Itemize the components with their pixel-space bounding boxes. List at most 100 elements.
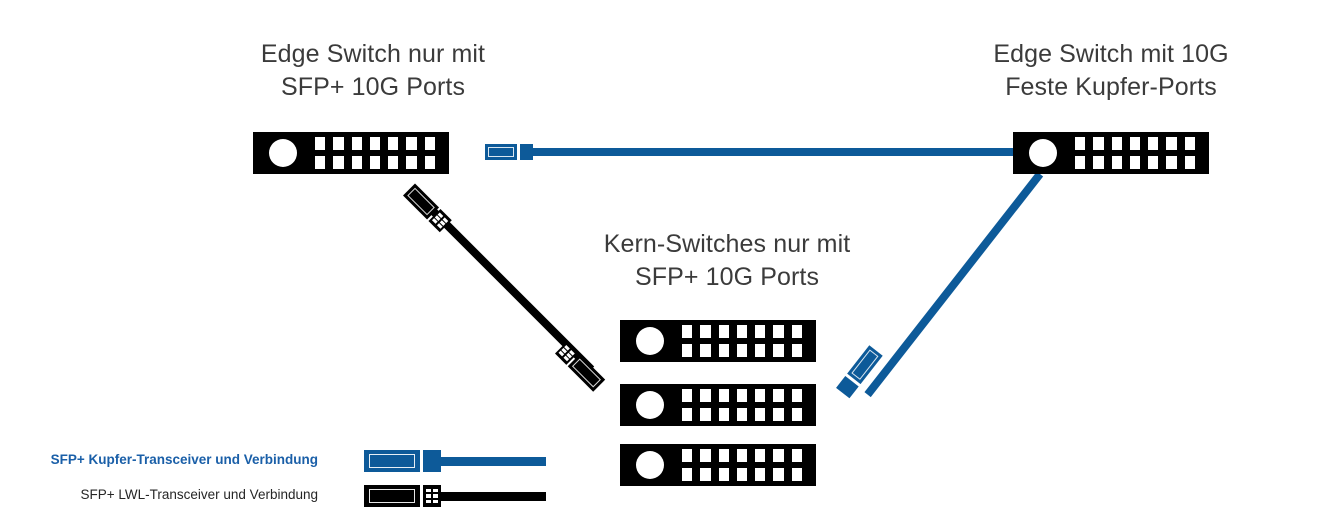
port (406, 137, 417, 150)
status-led (636, 327, 664, 355)
transceiver-body-outline (571, 358, 601, 388)
port (736, 325, 748, 338)
port (315, 156, 326, 169)
left-edge-switch-caption: Edge Switch nur mit SFP+ 10G Ports (260, 40, 486, 101)
port (718, 408, 729, 421)
transceiver-body-outline (407, 187, 435, 216)
transceiver-body-outline (488, 147, 514, 157)
legend-fiber-label: SFP+ LWL-Transceiver und Verbindung (80, 487, 319, 502)
port (718, 389, 729, 402)
transceiver-body-outline (369, 489, 415, 503)
port (718, 468, 729, 481)
port (755, 449, 766, 462)
port (755, 325, 766, 338)
port (736, 449, 748, 462)
port (682, 325, 693, 338)
port (700, 449, 711, 462)
port (682, 468, 693, 481)
transceiver-latch (520, 144, 533, 160)
port (1129, 156, 1141, 169)
legend-copper-label: SFP+ Kupfer-Transceiver und Verbindung (50, 452, 318, 467)
port (424, 137, 435, 150)
port (791, 468, 802, 481)
port (700, 408, 711, 421)
port (388, 156, 399, 169)
legend-copper-swatch (364, 450, 546, 472)
core-switch-2[interactable] (620, 384, 816, 426)
port (736, 468, 748, 481)
fiber-transceiver-upper (402, 183, 453, 233)
port (351, 156, 362, 169)
port (369, 156, 381, 169)
port (755, 344, 766, 357)
core-switch-1[interactable] (620, 320, 816, 362)
port (791, 449, 802, 462)
port (755, 468, 766, 481)
port-grid (682, 325, 802, 357)
port (333, 156, 344, 169)
port (700, 344, 711, 357)
port (791, 325, 802, 338)
port (424, 156, 435, 169)
transceiver-latch (423, 485, 441, 507)
status-led (1029, 139, 1057, 167)
port (1166, 137, 1177, 150)
edge-switch-left[interactable] (253, 132, 449, 174)
port (682, 344, 693, 357)
port (406, 156, 417, 169)
copper-transceiver-horizontal (485, 144, 535, 160)
port (1148, 137, 1159, 150)
port (700, 468, 711, 481)
port (1166, 156, 1177, 169)
status-led (636, 451, 664, 479)
port (736, 389, 748, 402)
port (1075, 137, 1086, 150)
port (773, 408, 784, 421)
port (791, 344, 802, 357)
port (682, 449, 693, 462)
copper-link-horizontal (530, 148, 1018, 156)
port (1111, 156, 1122, 169)
port (736, 344, 748, 357)
port (369, 137, 381, 150)
core-switch-3[interactable] (620, 444, 816, 486)
legend-fiber-row: SFP+ LWL-Transceiver und Verbindung (0, 487, 319, 502)
port (333, 137, 344, 150)
port (755, 389, 766, 402)
fiber-transceiver-lower (554, 341, 607, 393)
port (1093, 156, 1104, 169)
port (773, 468, 784, 481)
transceiver-latch (423, 450, 441, 472)
port (773, 325, 784, 338)
status-led (636, 391, 664, 419)
port (755, 408, 766, 421)
port (736, 408, 748, 421)
port (718, 449, 729, 462)
transceiver-contacts (558, 345, 575, 362)
port-grid (315, 137, 435, 169)
port-grid (682, 449, 802, 481)
copper-link-diagonal (864, 171, 1044, 398)
transceiver-contacts (431, 212, 449, 229)
port (791, 408, 802, 421)
port (773, 344, 784, 357)
status-led (269, 139, 297, 167)
port-grid (682, 389, 802, 421)
port (791, 389, 802, 402)
port (773, 389, 784, 402)
port (351, 137, 362, 150)
transceiver-body (364, 485, 420, 507)
port (1129, 137, 1141, 150)
port (718, 325, 729, 338)
transceiver-body (485, 144, 517, 160)
legend-fiber-swatch (364, 485, 546, 507)
transceiver-body-outline (851, 349, 879, 380)
transceiver-body (364, 450, 420, 472)
transceiver-contacts (426, 489, 438, 503)
edge-switch-right[interactable] (1013, 132, 1209, 174)
port (1148, 156, 1159, 169)
port (718, 344, 729, 357)
port (773, 449, 784, 462)
cable-sample (441, 456, 546, 466)
